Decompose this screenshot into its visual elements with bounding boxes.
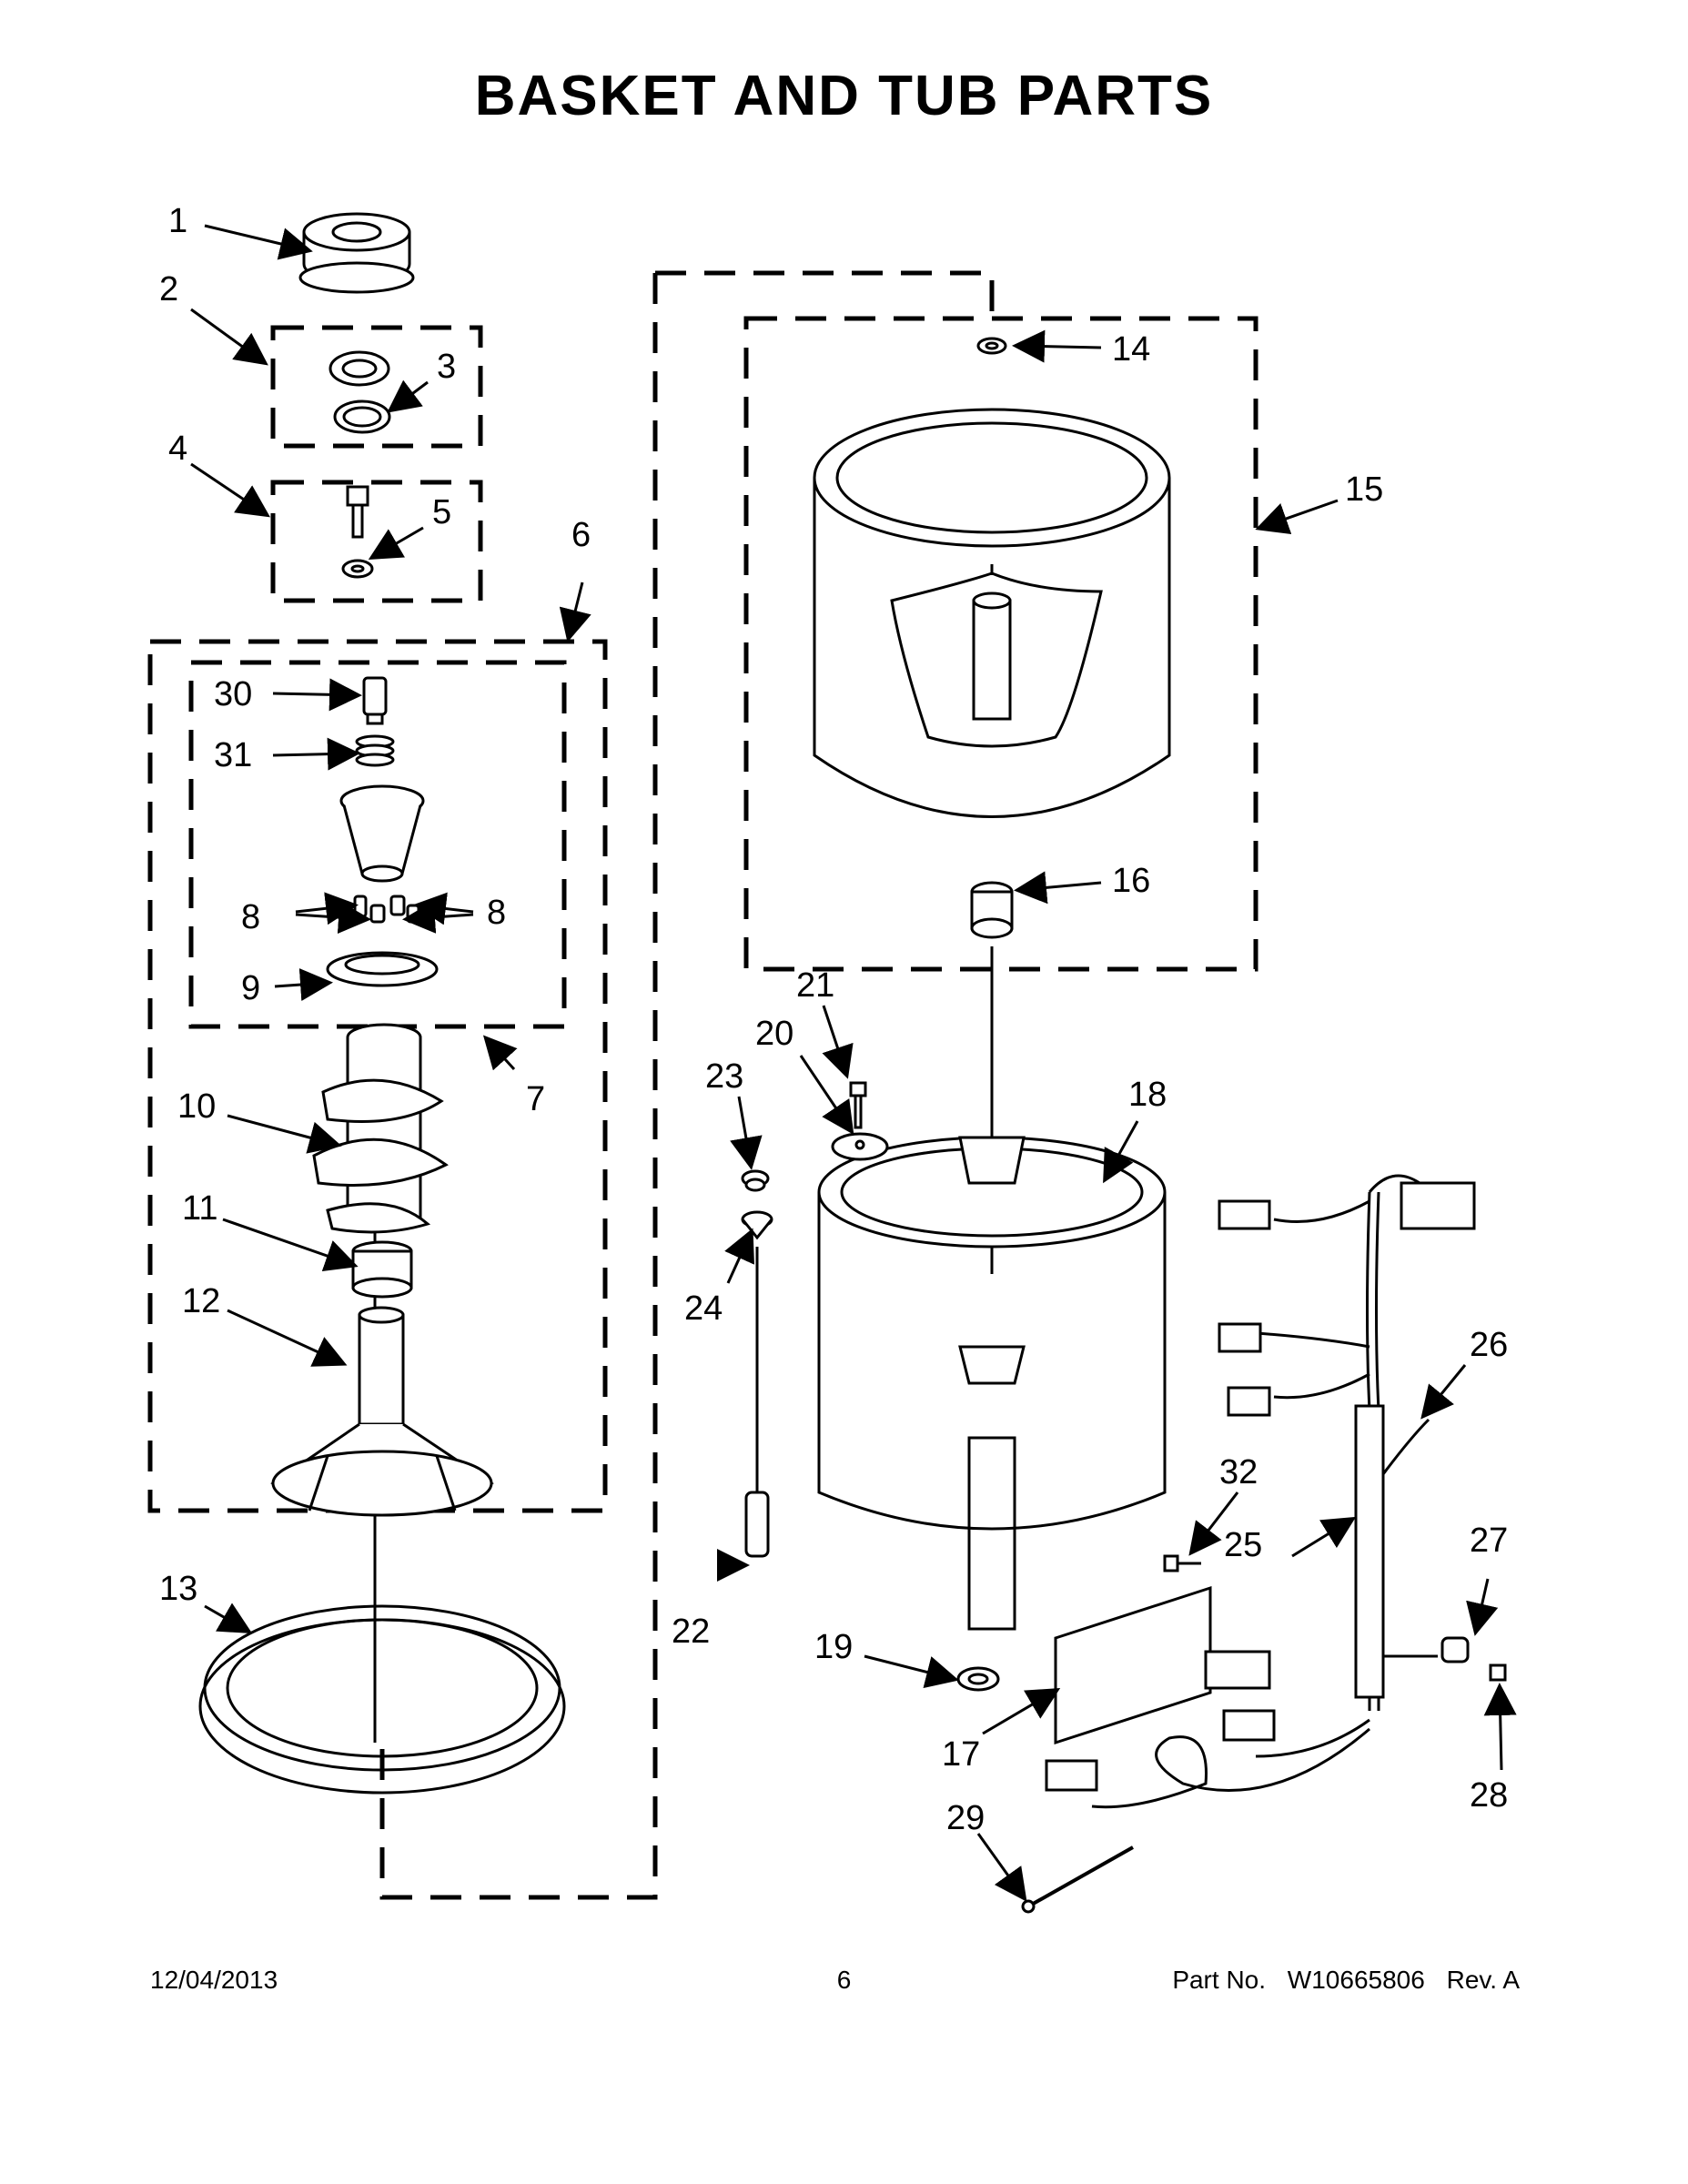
group-box-15 (743, 316, 1258, 972)
callout-15: 15 (1345, 470, 1383, 509)
part-15-basket (813, 408, 1171, 818)
callout-17: 17 (942, 1735, 980, 1774)
callout-numbers: 1 2 3 4 5 6 7 8 8 9 10 11 12 13 14 15 16… (159, 202, 1508, 1837)
part-12-hub (270, 1306, 494, 1517)
group-box-4 (270, 480, 483, 603)
part-25-harness (1091, 1174, 1420, 1809)
callout-22: 22 (672, 1613, 710, 1651)
callout-5: 5 (432, 493, 451, 531)
callout-21: 21 (796, 966, 834, 1005)
callout-30: 30 (214, 675, 252, 713)
footer-revision: Rev. A (1446, 1966, 1520, 1994)
callout-3: 3 (437, 348, 456, 386)
callout-8-left: 8 (241, 898, 260, 936)
group-box-7 (188, 660, 567, 1029)
part-9-plate (326, 951, 439, 987)
group-box-2 (270, 325, 483, 449)
part-32-screw (1163, 1554, 1201, 1572)
callout-9: 9 (241, 969, 260, 1007)
callout-11: 11 (182, 1189, 217, 1228)
part-14-nut (976, 337, 1007, 355)
footer-part-label: Part No. (1172, 1966, 1267, 1994)
footer-part-number: W10665806 (1287, 1966, 1425, 1994)
callout-4: 4 (168, 430, 187, 468)
footer-page-number: 6 (836, 1966, 852, 1994)
connector-outer-top (655, 270, 995, 318)
part-10-auger (312, 1023, 449, 1234)
callout-1: 1 (168, 202, 187, 240)
callout-8-right: 8 (487, 894, 506, 932)
part-13-balance-ring (198, 1604, 566, 1795)
callout-16: 16 (1112, 862, 1150, 900)
part-30-cap (362, 676, 388, 725)
callout-29: 29 (946, 1799, 985, 1837)
harness-connectors (1045, 1181, 1476, 1792)
part-29-probe (1021, 1845, 1134, 1914)
part-24-cup (741, 1210, 773, 1240)
callout-20: 20 (755, 1015, 793, 1053)
callout-6: 6 (571, 516, 591, 554)
callout-14: 14 (1112, 330, 1150, 369)
part-11-coupler (351, 1240, 413, 1299)
part-20-bracket (831, 1132, 889, 1161)
footer-date: 12/04/2013 (150, 1966, 278, 1994)
leader-lines (190, 224, 1517, 1902)
part-28-screw (1489, 1663, 1507, 1682)
callout-25: 25 (1224, 1526, 1262, 1564)
part-19-seal (956, 1666, 1000, 1692)
callout-23: 23 (705, 1057, 743, 1096)
part-18-tub (817, 1136, 1167, 1631)
part-17-panel (1054, 1585, 1212, 1745)
callout-18: 18 (1128, 1076, 1167, 1114)
part-26-hose (1381, 1418, 1430, 1475)
part-3-clip (329, 350, 391, 434)
footer-part-info: Part No. W10665806 Rev. A (1157, 1966, 1520, 1995)
callout-27: 27 (1470, 1522, 1508, 1560)
part-31-spring (355, 734, 395, 767)
callout-28: 28 (1470, 1776, 1508, 1815)
part-5-bolt (341, 485, 374, 579)
callout-7: 7 (526, 1080, 545, 1118)
part-16-bearing (970, 881, 1014, 939)
connector-outer-left (379, 273, 658, 1900)
part-21-screw (849, 1081, 867, 1129)
part-1-cap (298, 212, 415, 294)
callout-2: 2 (159, 270, 178, 308)
page-title: BASKET AND TUB PARTS (474, 65, 1214, 127)
callout-12: 12 (182, 1282, 220, 1320)
callout-24: 24 (684, 1289, 723, 1328)
part-23-cap (741, 1169, 770, 1192)
callout-13: 13 (159, 1570, 197, 1608)
part-22-rod (744, 1247, 770, 1558)
part-agitator-cam (339, 784, 425, 883)
callout-10: 10 (177, 1087, 216, 1126)
part-27-clamp (1440, 1636, 1470, 1663)
callout-31: 31 (214, 736, 252, 774)
callout-19: 19 (814, 1628, 853, 1666)
callout-32: 32 (1219, 1453, 1258, 1491)
callout-26: 26 (1470, 1326, 1508, 1364)
